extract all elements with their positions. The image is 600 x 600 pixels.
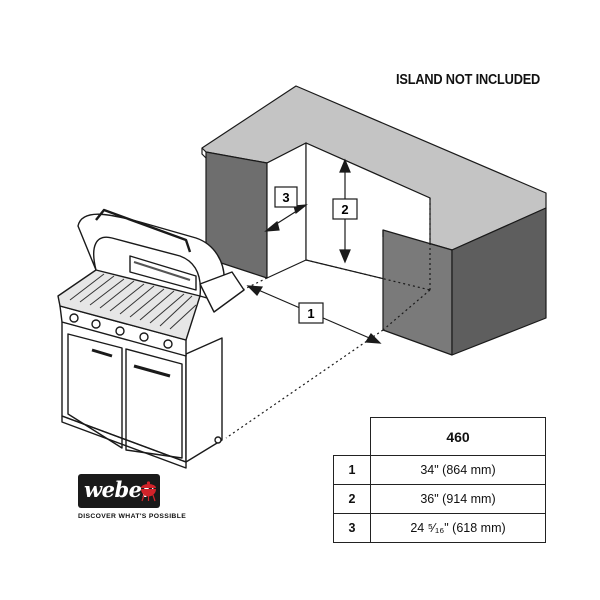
callout-box-1	[298, 302, 324, 324]
grill-lid-handle	[95, 208, 192, 253]
grill	[57, 208, 245, 469]
table-row: 2 36" (914 mm)	[333, 484, 546, 514]
grill-right-door	[125, 348, 183, 459]
grill-knob	[139, 332, 149, 342]
dimensions-table: 460 1 34" (864 mm) 2 36" (914 mm) 3 24 ⁵…	[333, 417, 546, 543]
grill-knob	[91, 319, 101, 329]
grill-grate	[69, 273, 197, 330]
table-corner-cell	[333, 417, 371, 456]
grill-left-door	[67, 333, 123, 449]
logo-badge: weber	[78, 474, 160, 508]
row-index: 3	[333, 513, 371, 543]
island-not-included-note: ISLAND NOT INCLUDED	[396, 72, 541, 88]
island-right-front-face	[451, 207, 547, 356]
grill-side-shelf	[199, 271, 245, 313]
grill-cart-side	[185, 337, 223, 463]
row-index: 1	[333, 455, 371, 485]
callout-box-3	[274, 186, 298, 208]
table-header-model: 460	[370, 417, 546, 456]
island-right-return-face	[382, 229, 453, 356]
callout-box-2	[332, 198, 358, 220]
dimension-3	[264, 186, 308, 232]
row-index: 2	[333, 484, 371, 514]
grill-right-door-handle	[133, 364, 171, 378]
dimension-1	[246, 285, 382, 344]
callout-label-2: 2	[341, 202, 348, 217]
grill-knob	[115, 326, 125, 336]
grill-left-door-handle	[91, 348, 113, 358]
weber-logo: weber DISCOVER WHAT'S POSSIBLE	[78, 474, 186, 520]
row-value: 36" (914 mm)	[370, 484, 546, 514]
table-row: 3 24 ⁵⁄₁₆" (618 mm)	[333, 513, 546, 543]
grill-knob	[163, 339, 173, 349]
row-value: 24 ⁵⁄₁₆" (618 mm)	[370, 513, 546, 543]
kettle-grill-icon	[141, 481, 156, 502]
grill-base	[61, 415, 187, 469]
table-header-row: 460	[333, 417, 546, 456]
grill-lid-window-bar	[133, 261, 191, 281]
grill-cookbox	[57, 269, 201, 341]
row-value: 34" (864 mm)	[370, 455, 546, 485]
logo-wordmark: weber	[84, 477, 153, 502]
grill-caster	[214, 436, 222, 444]
grill-lid-window	[129, 255, 197, 291]
island	[201, 85, 547, 356]
callout-label-3: 3	[282, 190, 289, 205]
grill-knob	[69, 313, 79, 323]
brand-tagline: DISCOVER WHAT'S POSSIBLE	[78, 513, 187, 520]
callout-label-1: 1	[307, 306, 314, 321]
table-row: 1 34" (864 mm)	[333, 455, 546, 485]
dimension-2	[332, 158, 358, 264]
island-inner-left-face	[266, 142, 307, 279]
island-top-edge	[201, 148, 207, 159]
